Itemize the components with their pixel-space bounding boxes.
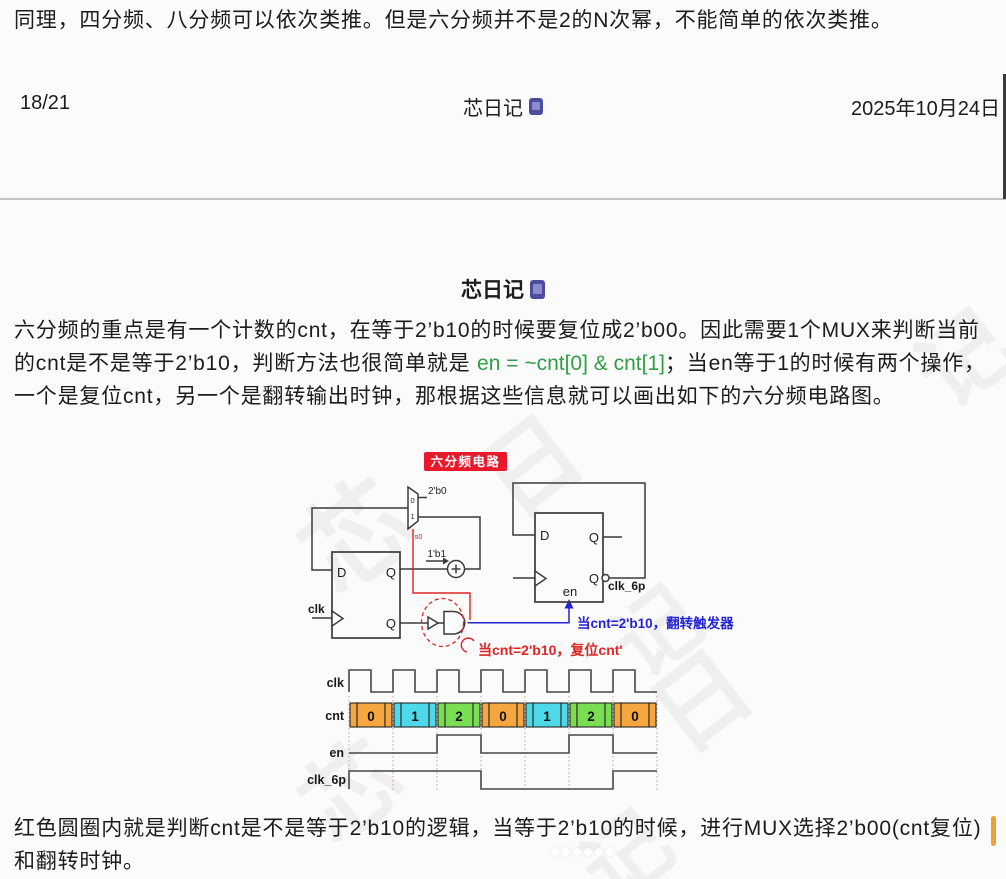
select-wire xyxy=(412,529,471,620)
footer-brand: 芯日记 xyxy=(0,92,1006,121)
annotation-reset: 当cnt=2'b10，复位cnt' xyxy=(478,642,623,658)
text-cursor xyxy=(991,816,996,846)
wave-label-clk6p: clk_6p xyxy=(307,773,346,787)
clk-label: clk xyxy=(308,602,325,616)
footer-brand-text: 芯日记 xyxy=(463,98,523,120)
red-curl-arrow xyxy=(460,637,475,653)
mux: 0 1 2'b0 s0 xyxy=(407,485,447,541)
clk6p-label: clk_6p xyxy=(608,579,645,593)
paragraph-main: 六分频的重点是有一个计数的cnt，在等于2’b10的时候要复位成2’b00。因此… xyxy=(14,314,994,413)
circuit-badge: 六分频电路 xyxy=(424,452,507,471)
wave-label-en: en xyxy=(329,746,344,760)
mux-select-label: s0 xyxy=(415,532,423,541)
svg-text:0: 0 xyxy=(411,496,415,505)
footer-date: 2025年10月24日 xyxy=(851,98,1000,120)
svg-text:Q: Q xyxy=(589,571,599,586)
svg-text:六分频电路: 六分频电路 xyxy=(430,454,500,469)
clk6p-trace xyxy=(348,770,657,790)
en-port-label: en xyxy=(563,584,577,599)
clk-trace xyxy=(348,669,657,693)
annotation-toggle: 当cnt=2'b10，翻转触发器 xyxy=(577,615,734,631)
adder: 1'b1 xyxy=(427,549,466,579)
enable-wire xyxy=(470,599,574,624)
enable-logic xyxy=(420,597,466,648)
cnt-value: 2 xyxy=(455,709,463,724)
inline-code: en = ~cnt[0] & cnt[1] xyxy=(477,352,665,375)
page-number: 18/21 xyxy=(20,92,71,114)
svg-text:D: D xyxy=(540,528,549,543)
wave-label-clk: clk xyxy=(327,676,344,690)
page-edge-line xyxy=(1003,74,1006,199)
page-title: 芯日记 xyxy=(0,274,1006,304)
clock-triangle xyxy=(534,569,548,588)
cnt-bus-trace: 0 1 2 0 1 2 0 xyxy=(349,702,657,728)
svg-text:Q: Q xyxy=(589,530,599,545)
qbar-bubble xyxy=(601,573,610,583)
svg-text:Q: Q xyxy=(386,616,396,631)
chip-icon xyxy=(530,279,545,299)
mux-const-label: 2'b0 xyxy=(428,486,447,497)
page-title-text: 芯日记 xyxy=(461,279,524,302)
paragraph-top: 同理，四分频、八分频可以依次类推。但是六分频并不是2的N次幂，不能简单的依次类推… xyxy=(14,9,893,32)
inverter xyxy=(427,615,440,631)
wave-label-cnt: cnt xyxy=(325,709,345,723)
page-separator xyxy=(0,198,1006,200)
arrowhead xyxy=(443,557,449,565)
cnt-value: 0 xyxy=(367,709,375,724)
cnt-value: 0 xyxy=(631,709,639,724)
chip-icon xyxy=(529,98,543,115)
en-trace xyxy=(349,734,657,754)
cnt-value: 2 xyxy=(587,709,595,724)
and-gate xyxy=(443,610,466,635)
red-dashed-circle xyxy=(420,597,465,648)
paragraph-bottom: 红色圆圈内就是判断cnt是不是等于2’b10的逻辑，当等于2’b10的时候，进行… xyxy=(14,817,982,873)
cnt-value: 1 xyxy=(543,709,551,724)
paragraph-main-part1: 六分频的重点是有一个计数的cnt，在等于2’b10的时候要复位成2’b00。因此… xyxy=(14,319,980,375)
circuit-wires xyxy=(311,482,646,624)
svg-text:1: 1 xyxy=(411,512,415,521)
cnt-value: 0 xyxy=(499,709,507,724)
cnt-value: 1 xyxy=(411,709,419,724)
waveform: clk cnt en clk_6p 0 1 2 0 1 2 0 xyxy=(307,669,658,792)
counter-flipflop: D Q Q clk xyxy=(308,551,401,639)
adder-const-label: 1'b1 xyxy=(427,549,446,560)
page-dots xyxy=(551,848,614,856)
page-footer: 18/21 芯日记 2025年10月24日 xyxy=(0,92,1006,121)
divider-circuit-diagram: 六分频电路 0 1 xyxy=(307,452,734,792)
paragraph-main-part2: ；当en等于1的时候有两个操作，一个是复位cnt，另一个是翻转输出时钟，那根据这… xyxy=(14,352,986,408)
output-flipflop: D Q Q en clk_6p xyxy=(534,512,645,603)
clock-triangle xyxy=(331,609,345,628)
svg-text:Q: Q xyxy=(386,565,396,580)
svg-text:D: D xyxy=(337,565,346,580)
